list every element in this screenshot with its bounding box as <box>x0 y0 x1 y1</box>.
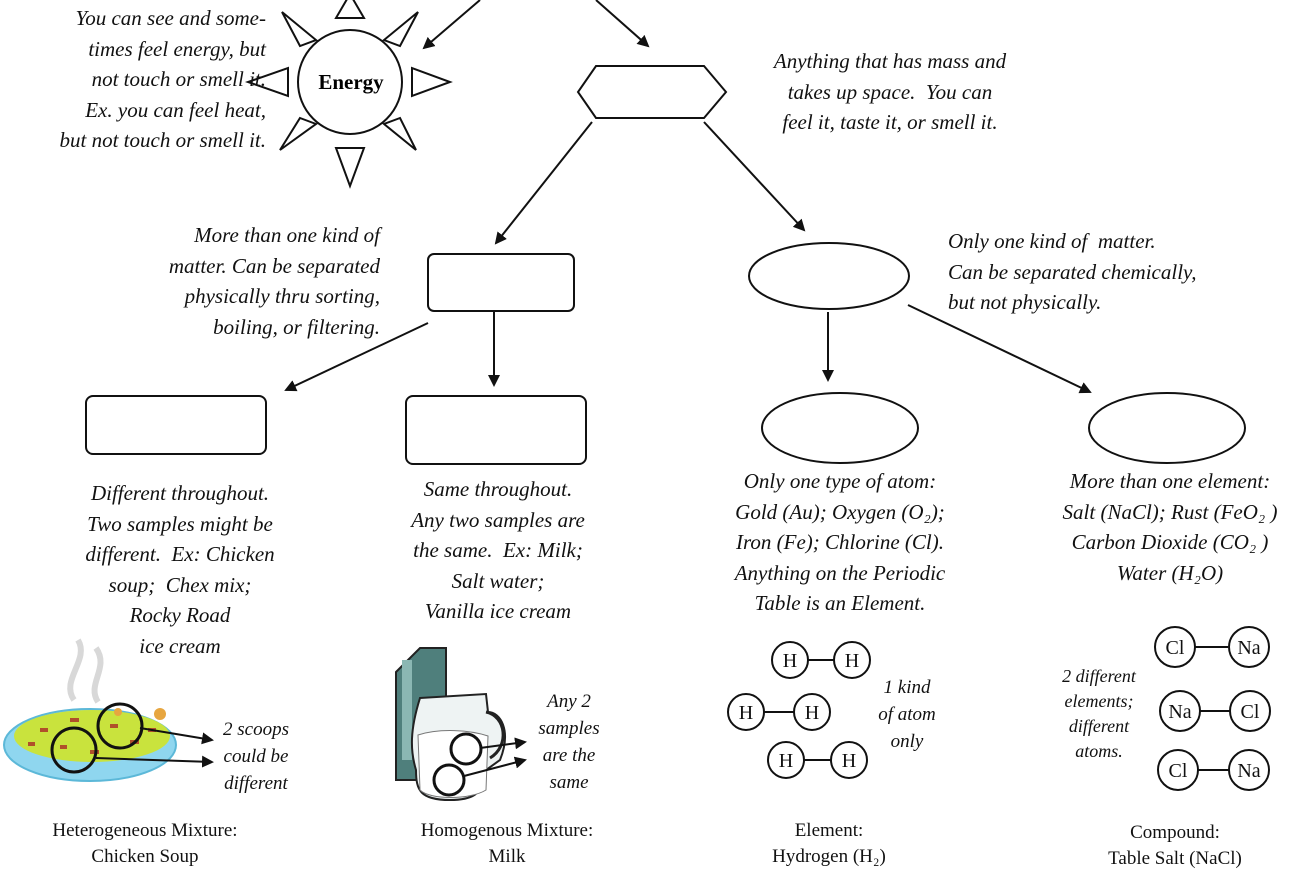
energy-label: Energy <box>318 70 384 94</box>
sodium-atom-symbol: Na <box>1168 701 1191 723</box>
heterogeneous-box <box>85 395 267 455</box>
pure-substance-oval <box>748 242 910 310</box>
hydrogen-atom-labels: H H H H H H <box>739 650 859 772</box>
element-oval <box>761 392 919 464</box>
compound-annotation: 2 different elements; different atoms. <box>1062 666 1136 761</box>
matter-description: Anything that has mass and takes up spac… <box>773 49 1007 134</box>
milk-jug-illustration <box>395 647 527 802</box>
compound-oval <box>1088 392 1246 464</box>
element-caption: Element: Hydrogen (H₂) <box>772 820 886 867</box>
compound-caption: Compound: Table Salt (NaCl) <box>1108 822 1242 869</box>
soup-annotation: 2 scoops could be different <box>223 719 289 794</box>
element-annotation: 1 kind of atom only <box>878 677 936 752</box>
sodium-atom-symbol: Na <box>1237 760 1260 782</box>
mixture-description: More than one kind of matter. Can be sep… <box>168 223 380 339</box>
hydrogen-atom-symbol: H <box>842 750 856 772</box>
hydrogen-atom-symbol: H <box>805 702 819 724</box>
hydrogen-atom-symbol: H <box>845 650 859 672</box>
energy-sun-icon <box>244 0 453 189</box>
hydrogen-molecules <box>727 641 871 779</box>
soup-bowl-illustration <box>3 638 214 782</box>
matter-hexagon <box>576 65 728 119</box>
homogeneous-description: Same throughout. Any two samples are the… <box>411 477 585 623</box>
heterogeneous-description: Different throughout. Two samples might … <box>85 481 275 658</box>
hydrogen-atom-symbol: H <box>739 702 753 724</box>
sodium-atom-symbol: Na <box>1237 637 1260 659</box>
heterogeneous-caption: Heterogeneous Mixture: Chicken Soup <box>52 820 238 867</box>
homogeneous-box <box>405 395 587 465</box>
mixture-box <box>427 253 575 312</box>
hydrogen-atom-symbol: H <box>783 650 797 672</box>
element-description: Only one type of atom: Gold (Au); Oxygen… <box>734 469 946 615</box>
hydrogen-atom-symbol: H <box>779 750 793 772</box>
pure-substance-description: Only one kind of matter. Can be separate… <box>948 229 1197 314</box>
milk-annotation: Any 2 samples are the same <box>538 691 600 793</box>
compound-description: More than one element: Salt (NaCl); Rust… <box>1062 469 1278 585</box>
homogeneous-caption: Homogenous Mixture: Milk <box>420 820 594 867</box>
energy-description: You can see and some- times feel energy,… <box>59 6 267 152</box>
connector-arrows <box>284 0 1092 394</box>
nacl-molecules <box>1154 626 1271 791</box>
chlorine-atom-symbol: Cl <box>1241 701 1260 723</box>
chlorine-atom-symbol: Cl <box>1166 637 1185 659</box>
chlorine-atom-symbol: Cl <box>1169 760 1188 782</box>
